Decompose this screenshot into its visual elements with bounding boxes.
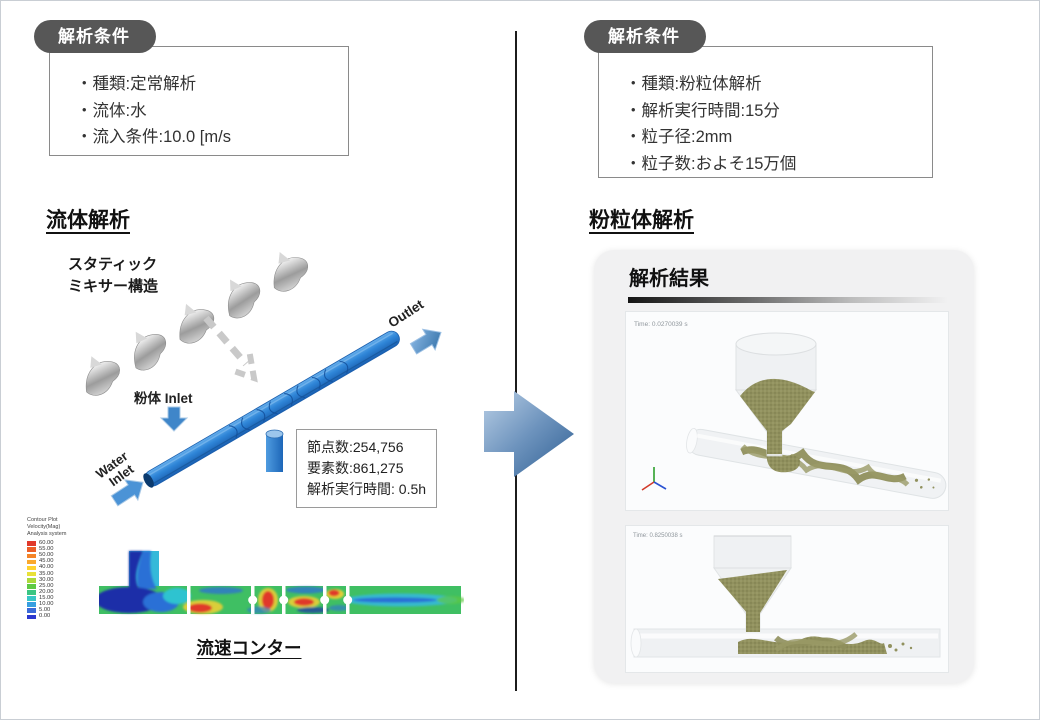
right-conditions-box: ・種類:粉粒体解析 ・解析実行時間:15分 ・粒子径:2mm ・粒子数:およそ1… <box>598 46 933 178</box>
legend-title-line: Velocity(Mag) <box>27 523 61 530</box>
outlet-label: Outlet <box>385 296 426 330</box>
node-count: 節点数:254,756 <box>307 439 404 455</box>
dashed-guide-arrow-icon <box>203 315 258 383</box>
result-heading-rule <box>628 297 948 303</box>
legend-row: 25.00 <box>27 583 99 589</box>
result2-hopper <box>713 535 792 632</box>
result2-particle-flow <box>738 632 913 654</box>
fluid-diagram: 粉体 Inlet Water Inlet Outlet <box>85 252 442 507</box>
result-heading: 解析結果 <box>629 268 709 290</box>
particle-result-image-2: Time: 0.8250038 s <box>625 525 949 673</box>
legend-swatch <box>27 590 36 595</box>
result1-hopper <box>735 332 818 457</box>
contour-caption: 流速コンター <box>196 638 302 658</box>
right-condition-item: ・解析実行時間:15分 <box>625 101 780 120</box>
legend-row: 0.00 <box>27 613 99 620</box>
legend-swatch <box>27 584 36 589</box>
static-mixer-label-line1: スタティック <box>68 256 158 273</box>
result2-particle-heap <box>718 570 787 613</box>
right-condition-item: ・種類:粉粒体解析 <box>625 75 762 93</box>
left-badge-label: 解析条件 <box>58 27 130 46</box>
particle-analysis-heading: 粉粒体解析 <box>589 209 694 232</box>
fluid-analysis-heading: 流体解析 <box>46 209 130 232</box>
legend-row: 40.00 <box>27 564 99 571</box>
legend-row: 50.00 <box>27 552 99 559</box>
static-mixer-illustration <box>85 252 309 396</box>
legend-row: 20.00 <box>27 589 99 595</box>
legend-row: 35.00 <box>27 571 99 577</box>
legend-swatch <box>27 571 36 577</box>
mixer-pipe <box>143 330 400 488</box>
pipe-internal-helix <box>228 360 349 438</box>
left-condition-item: ・流体:水 <box>76 101 147 120</box>
legend-row: 45.00 <box>27 558 99 565</box>
right-condition-item: ・粒子数:およそ15万個 <box>625 155 797 174</box>
legend-swatch <box>27 602 36 607</box>
center-divider <box>515 31 517 691</box>
velocity-contour-plot <box>99 551 464 614</box>
result1-particle-heap <box>740 378 815 431</box>
powder-inlet-arrow-icon <box>159 406 189 432</box>
legend-row: 10.00 <box>27 601 99 608</box>
legend-row: 15.00 <box>27 595 99 601</box>
axis-triad-icon <box>641 467 667 491</box>
process-arrow-icon <box>484 391 574 477</box>
powder-inlet-stub <box>266 434 283 472</box>
static-mixer-label: スタティック ミキサー構造 <box>68 254 158 298</box>
svg-text:Outlet: Outlet <box>385 296 426 330</box>
right-conditions-badge: 解析条件 <box>584 20 706 53</box>
right-condition-item: ・粒子径:2mm <box>625 128 733 147</box>
legend-swatch <box>27 565 36 571</box>
legend-swatch <box>27 596 36 601</box>
legend-title-line: Contour Plot <box>27 517 58 523</box>
time-label-1: Time: 0.0270039 s <box>634 321 688 328</box>
element-count: 要素数:861,275 <box>307 460 404 476</box>
right-badge-label: 解析条件 <box>608 27 680 46</box>
legend-swatch <box>27 553 36 559</box>
legend-row: 55.00 <box>27 546 99 553</box>
left-condition-item: ・流入条件:10.0 [m/s <box>76 128 231 147</box>
legend-swatch <box>27 541 36 546</box>
static-mixer-label-line2: ミキサー構造 <box>68 277 159 295</box>
particle-result-image-1: Time: 0.0270039 s <box>625 311 949 511</box>
legend-swatch <box>27 547 36 553</box>
legend-row: 5.00 <box>27 607 99 614</box>
contour-segment-gaps <box>187 586 353 614</box>
legend-title-line: Analysis system <box>27 530 67 537</box>
powder-inlet-label: 粉体 Inlet <box>134 390 193 406</box>
time-label-2: Time: 0.8250038 s <box>633 533 682 539</box>
legend-swatch <box>27 559 36 565</box>
mesh-stats-box: 節点数:254,756 要素数:861,275 解析実行時間: 0.5h <box>296 429 438 508</box>
legend-row: 60.00 <box>27 540 99 547</box>
result1-pipe <box>686 428 947 499</box>
left-conditions-badge: 解析条件 <box>34 20 156 53</box>
left-conditions-box: ・種類:定常解析 ・流体:水 ・流入条件:10.0 [m/s <box>49 46 349 156</box>
outlet-arrow-icon <box>409 328 442 355</box>
left-condition-item: ・種類:定常解析 <box>76 75 197 93</box>
legend-swatch <box>27 577 36 583</box>
contour-legend: Contour Plot Velocity(Mag) Analysis syst… <box>27 517 99 620</box>
legend-row: 30.00 <box>27 577 99 583</box>
run-time: 解析実行時間: 0.5h <box>307 481 427 497</box>
legend-swatch <box>27 608 36 613</box>
legend-swatch <box>27 614 36 620</box>
water-inlet-arrow-icon <box>110 479 144 507</box>
